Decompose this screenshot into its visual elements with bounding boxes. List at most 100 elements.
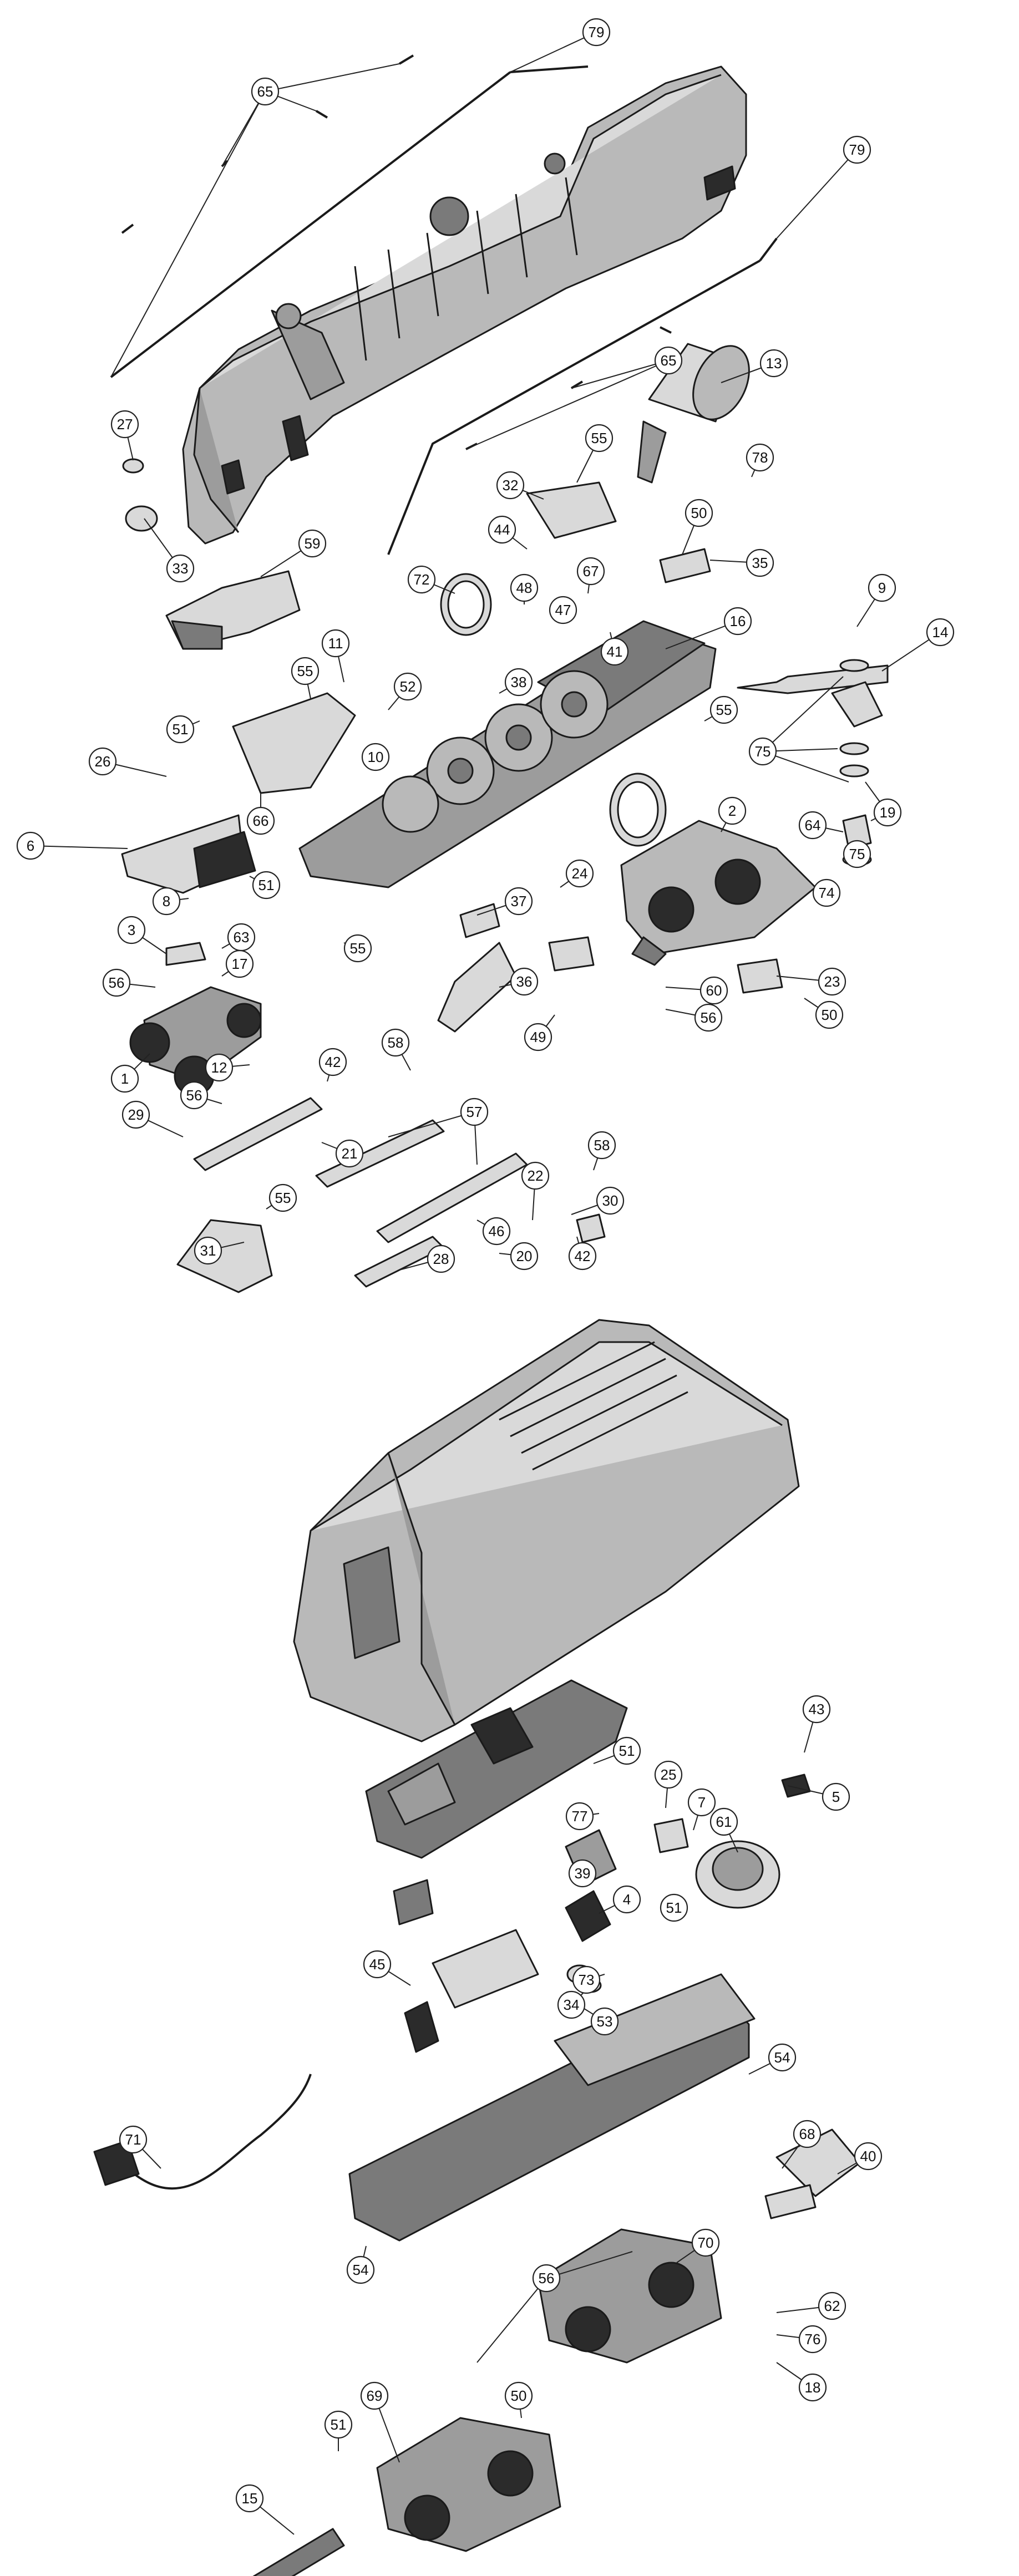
callout-number: 26 [95, 753, 111, 770]
callout-number: 44 [494, 521, 510, 538]
callout-circle [361, 743, 390, 771]
callout-circle [251, 77, 280, 106]
callout-circle [393, 672, 422, 701]
part-callout-69: 69 [360, 2381, 389, 2410]
callout-circle [482, 1217, 511, 1246]
callout-circle [324, 2410, 353, 2439]
callout-circle [88, 747, 117, 776]
callout-number: 56 [701, 1009, 717, 1026]
callout-circle [768, 2043, 797, 2072]
part-callout-55: 55 [291, 657, 320, 685]
callout-circle [565, 859, 594, 888]
part-callout-32: 32 [496, 471, 525, 500]
callout-number: 30 [602, 1192, 619, 1209]
callout-circle [343, 934, 372, 963]
tender-body-shell [293, 1319, 800, 1742]
callout-circle [246, 806, 275, 835]
leader-line [30, 845, 128, 849]
part-callout-38: 38 [504, 668, 533, 697]
part-callout-16: 16 [723, 607, 752, 636]
part-callout-76: 76 [798, 2325, 827, 2354]
callout-number: 72 [414, 571, 430, 588]
callout-circle [793, 2120, 822, 2148]
callout-circle [926, 618, 955, 647]
callout-number: 47 [555, 602, 571, 618]
part-callout-34: 34 [557, 1990, 586, 2019]
part-callout-12: 12 [205, 1053, 234, 1082]
pony-truck [129, 986, 262, 1096]
part-callout-63: 63 [227, 923, 256, 952]
callout-number: 79 [849, 141, 865, 158]
part-callout-56: 56 [532, 2264, 561, 2293]
callout-number: 76 [805, 2331, 821, 2348]
callout-number: 10 [368, 749, 384, 765]
callout-circle [504, 887, 533, 916]
callout-circle [568, 1242, 597, 1271]
part-callout-22: 22 [521, 1161, 550, 1190]
part-callout-9: 9 [868, 573, 896, 602]
part-callout-2: 2 [718, 796, 747, 825]
callout-number: 21 [342, 1145, 358, 1162]
callout-circle [496, 471, 525, 500]
callout-number: 7 [698, 1794, 706, 1811]
callout-circle [748, 737, 777, 766]
callout-circle [363, 1950, 392, 1979]
callout-circle [709, 1807, 738, 1836]
decoder-board [365, 1679, 628, 1859]
part-callout-62: 62 [818, 2292, 846, 2320]
part-callout-31: 31 [194, 1236, 222, 1265]
callout-number: 58 [594, 1137, 610, 1154]
part-callout-58: 58 [587, 1131, 616, 1160]
part-callout-24: 24 [565, 859, 594, 888]
leader-line [465, 360, 669, 450]
callout-number: 70 [698, 2234, 714, 2251]
part-callout-7: 7 [687, 1788, 716, 1817]
callout-circle [802, 1695, 831, 1724]
part-callout-79: 79 [582, 18, 611, 47]
callout-circle [549, 596, 577, 624]
part-callout-30: 30 [596, 1186, 625, 1215]
part-callout-26: 26 [88, 747, 117, 776]
callout-number: 78 [752, 449, 768, 466]
callout-number: 51 [173, 721, 189, 738]
callout-circle [524, 1023, 552, 1051]
callout-circle [360, 2381, 389, 2410]
callout-number: 51 [331, 2416, 347, 2433]
part-callout-74: 74 [812, 878, 841, 907]
part-callout-11: 11 [321, 629, 350, 658]
callout-number: 34 [564, 1996, 580, 2013]
part-callout-20: 20 [510, 1242, 539, 1271]
part-callout-58: 58 [381, 1028, 410, 1057]
callout-circle [723, 607, 752, 636]
callout-number: 55 [297, 663, 313, 679]
callout-number: 49 [530, 1029, 546, 1045]
callout-number: 24 [572, 865, 588, 882]
part-callout-53: 53 [590, 2007, 619, 2036]
callout-number: 2 [728, 802, 736, 819]
part-callout-17: 17 [225, 949, 254, 978]
callout-circle [565, 1802, 594, 1831]
callout-circle [510, 1242, 539, 1271]
callout-circle [685, 499, 713, 527]
callout-number: 31 [200, 1242, 216, 1259]
callout-number: 56 [109, 974, 125, 991]
part-callout-8: 8 [152, 887, 181, 916]
part-callout-78: 78 [746, 443, 774, 472]
part-callout-55: 55 [268, 1183, 297, 1212]
callout-circle [815, 1000, 844, 1029]
leader-line [110, 91, 266, 378]
callout-number: 65 [257, 83, 273, 100]
callout-number: 53 [597, 2013, 613, 2030]
callout-number: 5 [832, 1789, 840, 1805]
part-callout-55: 55 [709, 695, 738, 724]
part-callout-56: 56 [102, 968, 131, 997]
callout-circle [166, 554, 195, 583]
callout-number: 55 [591, 430, 607, 446]
part-callout-29: 29 [121, 1100, 150, 1129]
part-callout-4: 4 [612, 1885, 641, 1914]
callout-number: 4 [623, 1891, 631, 1908]
part-callout-79: 79 [843, 135, 871, 164]
leader-line [388, 1111, 475, 1137]
callout-number: 55 [350, 940, 366, 957]
callout-number: 29 [128, 1106, 144, 1123]
